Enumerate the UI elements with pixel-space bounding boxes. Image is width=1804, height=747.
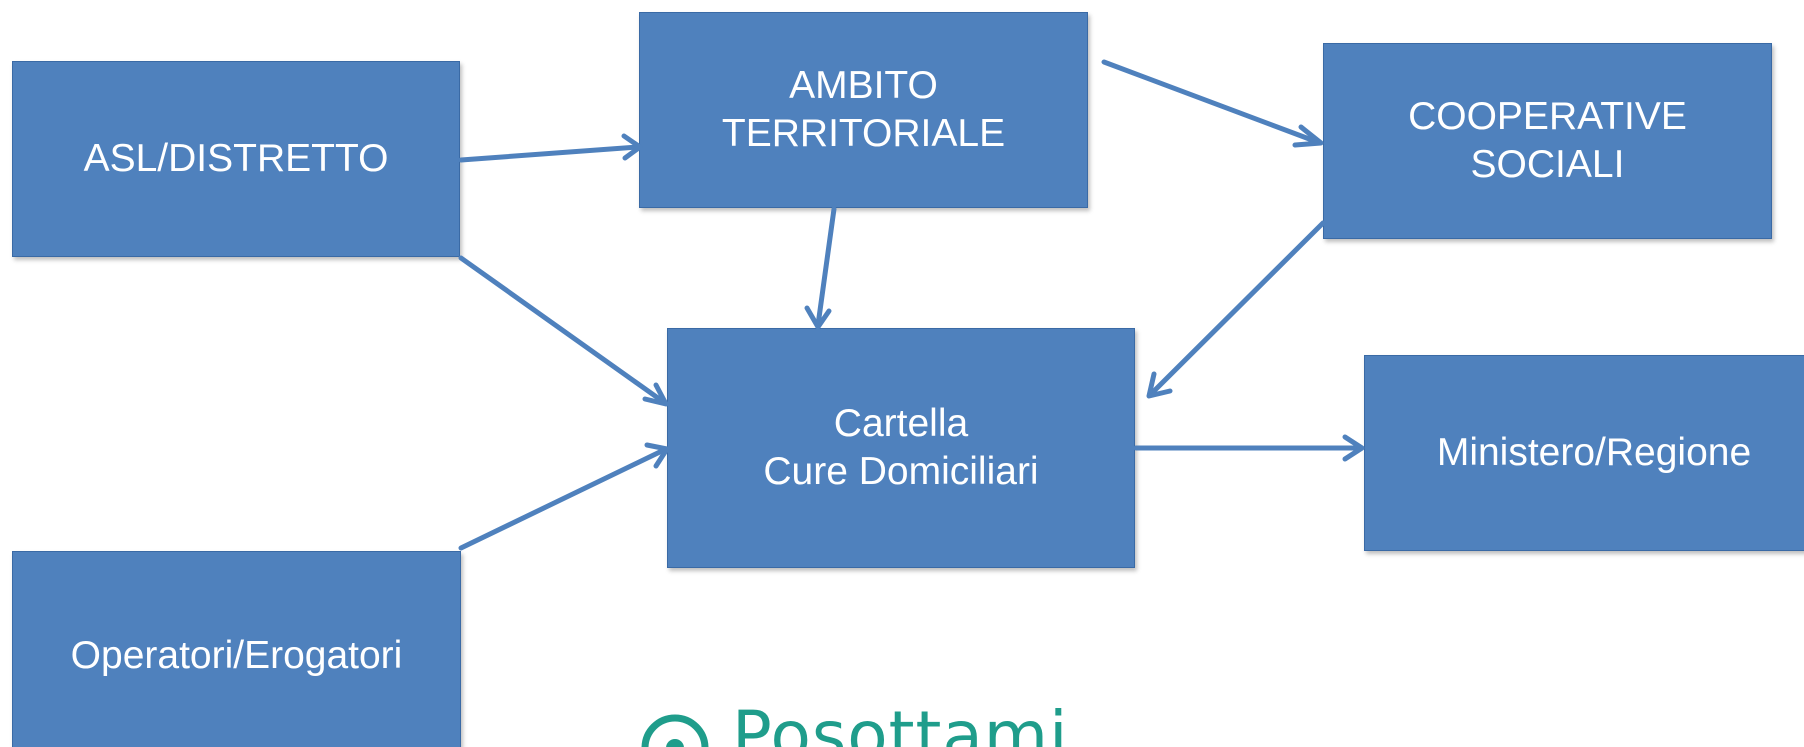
arrow-coop-to-cartella	[1146, 220, 1326, 399]
node-ministero-regione: Ministero/Regione	[1364, 355, 1804, 551]
logo: Posottami	[640, 703, 1068, 747]
logo-text: Posottami	[732, 697, 1069, 747]
arrow-ambito-to-coop	[1101, 59, 1324, 148]
node-ambito-territoriale: AMBITO TERRITORIALE	[639, 12, 1088, 208]
arrow-asl-to-cartella	[458, 255, 669, 407]
node-asl-distretto: ASL/DISTRETTO	[12, 61, 460, 257]
arrow-ambito-to-cartella	[804, 206, 837, 330]
node-cartella-cure-domiciliari: Cartella Cure Domiciliari	[667, 328, 1135, 568]
arrow-cartella-to-ministero	[1133, 434, 1365, 462]
node-cooperative-sociali: COOPERATIVE SOCIALI	[1323, 43, 1772, 239]
arrow-asl-to-ambito	[458, 133, 643, 163]
node-operatori-erogatori: Operatori/Erogatori	[12, 551, 461, 747]
arrow-operatori-to-cartella	[458, 442, 670, 551]
logo-mark-icon	[641, 714, 709, 747]
